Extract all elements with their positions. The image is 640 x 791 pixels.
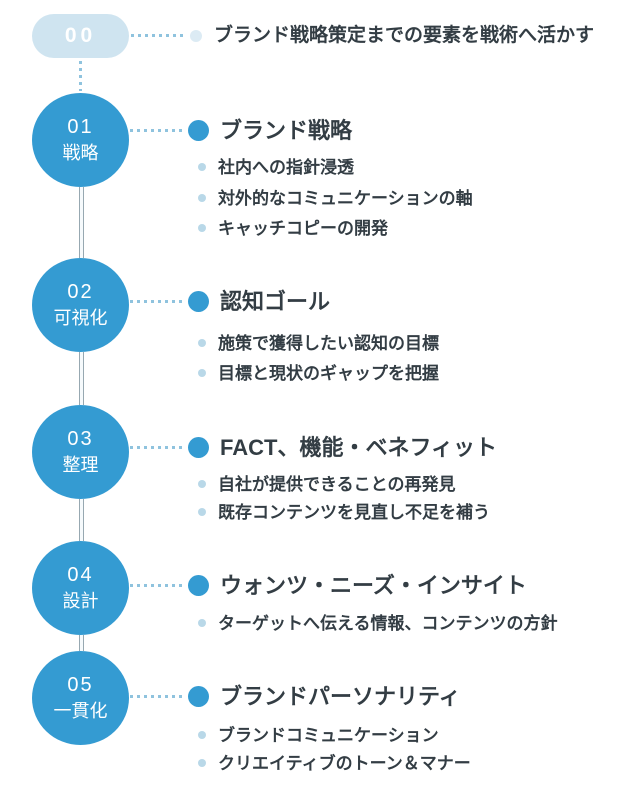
dotted-connector-icon <box>131 34 187 37</box>
step-circle-04: 04 設計 <box>32 541 129 635</box>
list-item: 既存コンテンツを見直し不足を補う <box>218 503 490 522</box>
step-label: 可視化 <box>53 308 108 328</box>
timeline-line <box>79 499 84 541</box>
dotted-connector-icon <box>130 300 186 303</box>
heading-bullet-icon <box>188 437 209 458</box>
list-bullet-icon <box>198 480 206 488</box>
list-bullet-icon <box>198 163 206 171</box>
heading-bullet-icon <box>188 575 209 596</box>
list-bullet-icon <box>198 619 206 627</box>
step-number: 04 <box>67 564 94 586</box>
step-label: 整理 <box>62 455 99 475</box>
step-label: 一貫化 <box>53 701 108 721</box>
list-bullet-icon <box>198 759 206 767</box>
dotted-connector-icon <box>130 584 186 587</box>
list-item: キャッチコピーの開発 <box>218 219 388 238</box>
list-bullet-icon <box>198 369 206 377</box>
timeline-line <box>79 187 84 258</box>
timeline-line <box>79 635 84 651</box>
step-label: 戦略 <box>62 143 99 163</box>
list-bullet-icon <box>198 731 206 739</box>
heading-bullet-icon <box>188 291 209 312</box>
step-circle-02: 02 可視化 <box>32 258 129 352</box>
step-number: 00 <box>64 24 97 47</box>
step-number: 03 <box>67 428 94 450</box>
list-item: ターゲットへ伝える情報、コンテンツの方針 <box>218 614 558 633</box>
list-item: 自社が提供できることの再発見 <box>218 475 456 494</box>
intro-bullet-icon <box>190 30 202 42</box>
step-label: 設計 <box>62 591 99 611</box>
step-heading: 認知ゴール <box>220 289 331 314</box>
step-number: 05 <box>67 674 94 696</box>
step-circle-05: 05 一貫化 <box>32 651 129 745</box>
list-bullet-icon <box>198 508 206 516</box>
list-bullet-icon <box>198 194 206 202</box>
intro-text: ブランド戦略策定までの要素を戦術へ活かす <box>214 25 595 46</box>
list-item: ブランドコミュニケーション <box>218 726 439 745</box>
list-bullet-icon <box>198 224 206 232</box>
list-item: クリエイティブのトーン＆マナー <box>218 754 471 773</box>
step-number: 02 <box>67 281 94 303</box>
heading-bullet-icon <box>188 120 209 141</box>
list-item: 目標と現状のギャップを把握 <box>218 364 439 383</box>
list-item: 社内への指針浸透 <box>218 158 354 177</box>
step-pill-00: 00 <box>32 14 129 58</box>
list-item: 対外的なコミュニケーションの軸 <box>218 189 473 208</box>
dotted-vertical-connector-icon <box>79 61 82 91</box>
timeline-line <box>79 352 84 405</box>
step-heading: ブランドパーソナリティ <box>220 684 461 709</box>
dotted-connector-icon <box>130 129 186 132</box>
step-heading: ブランド戦略 <box>220 118 353 143</box>
list-item: 施策で獲得したい認知の目標 <box>218 334 439 353</box>
step-number: 01 <box>67 116 94 138</box>
heading-bullet-icon <box>188 686 209 707</box>
dotted-connector-icon <box>130 695 186 698</box>
list-bullet-icon <box>198 339 206 347</box>
step-circle-01: 01 戦略 <box>32 93 129 187</box>
step-heading: ウォンツ・ニーズ・インサイト <box>220 573 527 598</box>
step-heading: FACT、機能・ベネフィット <box>220 435 497 460</box>
step-circle-03: 03 整理 <box>32 405 129 499</box>
dotted-connector-icon <box>130 446 186 449</box>
